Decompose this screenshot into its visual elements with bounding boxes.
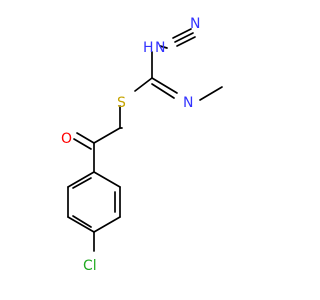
- atom-s: S: [117, 95, 126, 111]
- ring-bond-6: [67, 171, 95, 188]
- atom-cl: Cl: [83, 258, 97, 274]
- ring-bond-3: [93, 216, 121, 233]
- atom-n-h: N: [155, 40, 165, 56]
- bond-nitrile-3: [176, 36, 196, 47]
- bond-c-nh: [159, 45, 168, 49]
- ring-inner-2: [72, 215, 92, 228]
- bond-c-n-imine-2: [151, 83, 175, 99]
- bond-c-n-imine-1: [151, 77, 178, 94]
- bond-co-1: [76, 132, 95, 144]
- atom-o: O: [61, 131, 72, 147]
- bond-nitrile-1: [174, 32, 194, 43]
- bond-co-2: [73, 138, 92, 150]
- atom-n-nitrile: N: [190, 16, 200, 32]
- bond-ch2-co: [93, 127, 121, 144]
- ring-bond-4: [67, 216, 95, 233]
- ring-inner-3: [72, 177, 92, 189]
- atom-n-imine: N: [183, 95, 193, 111]
- ring-bond-1: [93, 171, 121, 188]
- bond-c-s: [134, 77, 153, 92]
- bond-n-methyl: [199, 86, 223, 101]
- molecule-canvas: N H N S N O Cl: [61, 16, 223, 274]
- molecule-structure: N H N S N O Cl: [61, 16, 223, 274]
- bond-nitrile-2: [172, 28, 192, 39]
- atom-h-on-n: H: [143, 40, 154, 56]
